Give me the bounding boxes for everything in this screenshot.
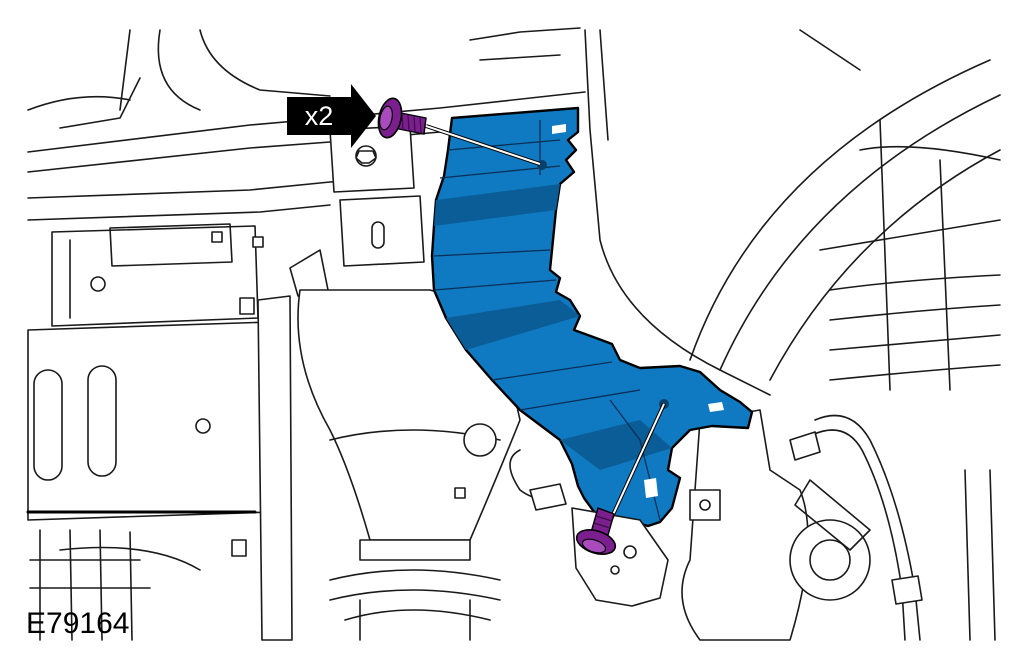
bolt-leader-lines	[425, 124, 666, 531]
flanged-bolt-icon	[575, 507, 617, 555]
figure-identifier: E79164	[26, 607, 130, 640]
flanged-bolt-icon	[377, 97, 427, 139]
quantity-callout-label: x2	[304, 101, 334, 131]
quantity-callout-arrow	[287, 84, 376, 148]
wheel-arch-liner-bracket	[430, 106, 754, 532]
